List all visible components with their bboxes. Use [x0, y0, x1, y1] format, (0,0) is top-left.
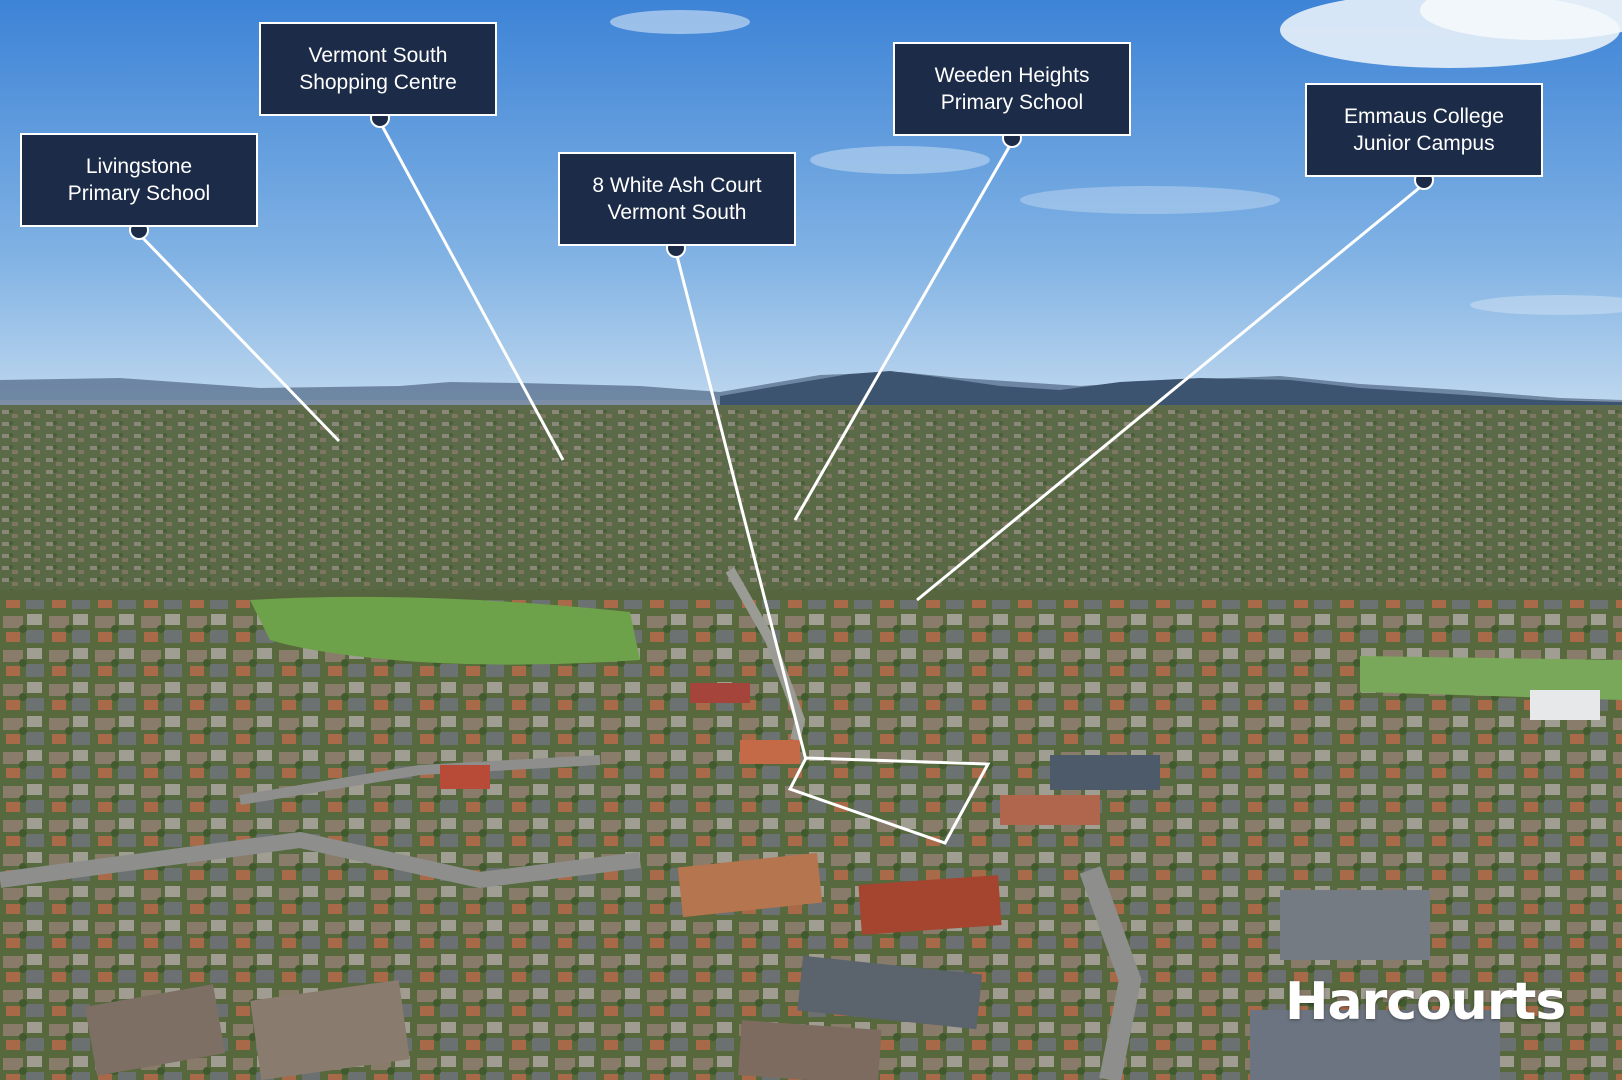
callout-emmaus-college-junior-campus: Emmaus College Junior Campus	[1305, 83, 1543, 177]
callout-line: Primary School	[67, 182, 211, 205]
callout-line: 8 White Ash Court	[592, 174, 762, 197]
pointer-emmaus	[916, 182, 1425, 602]
callout-line: Junior Campus	[1353, 132, 1495, 155]
callout-vermont-south-shopping-centre: Vermont South Shopping Centre	[259, 22, 497, 116]
callout-line: Weeden Heights	[934, 64, 1090, 87]
pointer-weeden	[793, 141, 1014, 521]
property-boundary-outline	[787, 756, 991, 845]
harcourts-logo: Harcourts	[1285, 972, 1566, 1032]
callout-line: Primary School	[940, 91, 1084, 114]
pointer-property	[674, 251, 808, 761]
callout-weeden-heights-primary-school: Weeden Heights Primary School	[893, 42, 1131, 136]
callout-line: Vermont South	[607, 201, 747, 224]
callout-line: Shopping Centre	[299, 71, 457, 94]
pointer-livingstone	[137, 232, 341, 443]
callout-line: Emmaus College	[1344, 105, 1504, 128]
pointer-shopping-centre	[378, 121, 565, 461]
callout-line: Vermont South	[308, 44, 448, 67]
callout-livingstone-primary-school: Livingstone Primary School	[20, 133, 258, 227]
callout-property-address: 8 White Ash Court Vermont South	[558, 152, 796, 246]
callout-line: Livingstone	[85, 155, 193, 178]
